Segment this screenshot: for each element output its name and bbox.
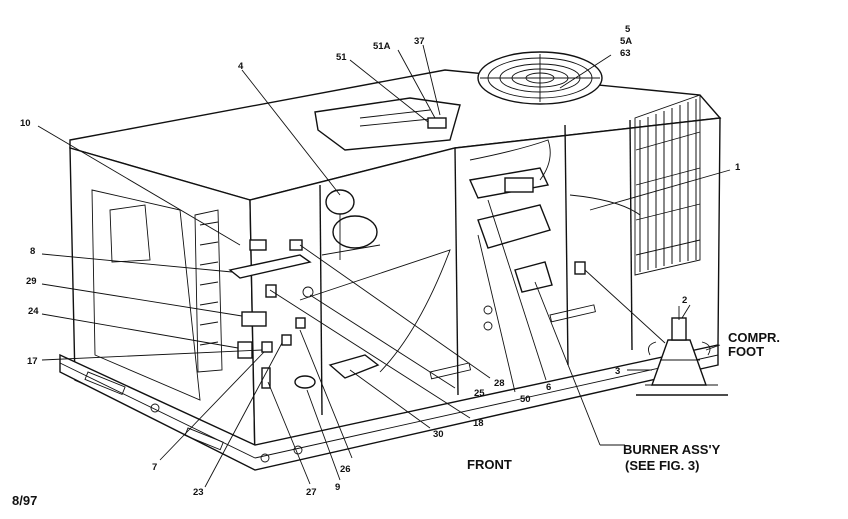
text-labels: COMPR. FOOT BURNER ASS'Y (SEE FIG. 3) FR… [12, 330, 780, 508]
callout-5: 5 [625, 24, 631, 35]
callout-24: 24 [28, 306, 39, 317]
label-compr-foot-line1: COMPR. [728, 330, 780, 345]
callout-1: 1 [735, 162, 741, 173]
callout-18: 18 [473, 418, 484, 429]
callout-2: 2 [682, 295, 687, 306]
callout-29: 29 [26, 276, 37, 287]
callout-51a: 51A [373, 41, 391, 52]
blower-assembly [321, 189, 381, 260]
callout-51: 51 [336, 52, 347, 63]
callout-5a: 5A [620, 36, 632, 47]
callout-30: 30 [433, 429, 444, 440]
heat-exchanger [109, 204, 223, 373]
label-compr-foot-line2: FOOT [728, 344, 764, 359]
callout-10: 10 [20, 118, 31, 129]
condenser-fan [477, 51, 603, 105]
callout-26: 26 [340, 464, 351, 475]
callout-63: 63 [620, 48, 631, 59]
leader-lines [37, 44, 731, 488]
callout-37: 37 [414, 36, 425, 47]
callout-3: 3 [615, 366, 620, 377]
callout-9: 9 [335, 482, 340, 493]
callout-25: 25 [474, 388, 485, 399]
control-components [228, 239, 451, 389]
top-access-panel [314, 97, 461, 151]
compressor-foot-inset [636, 306, 728, 396]
cabinet-outline [59, 69, 722, 471]
callout-27: 27 [306, 487, 317, 498]
callout-50: 50 [520, 394, 531, 405]
callout-6: 6 [546, 382, 551, 393]
label-front: FRONT [467, 457, 512, 472]
callout-7: 7 [152, 462, 157, 473]
compressor-section [468, 139, 641, 293]
callout-28: 28 [494, 378, 505, 389]
label-burner-line1: BURNER ASS'Y [623, 442, 721, 457]
label-date-code: 8/97 [12, 493, 37, 508]
label-burner-line2: (SEE FIG. 3) [625, 458, 699, 473]
callout-numbers: 5 5A 63 37 51A 51 4 10 1 8 29 24 17 2 3 … [20, 24, 741, 498]
callout-8: 8 [30, 246, 35, 257]
callout-17: 17 [27, 356, 38, 367]
callout-4: 4 [238, 61, 244, 72]
callout-23: 23 [193, 487, 204, 498]
